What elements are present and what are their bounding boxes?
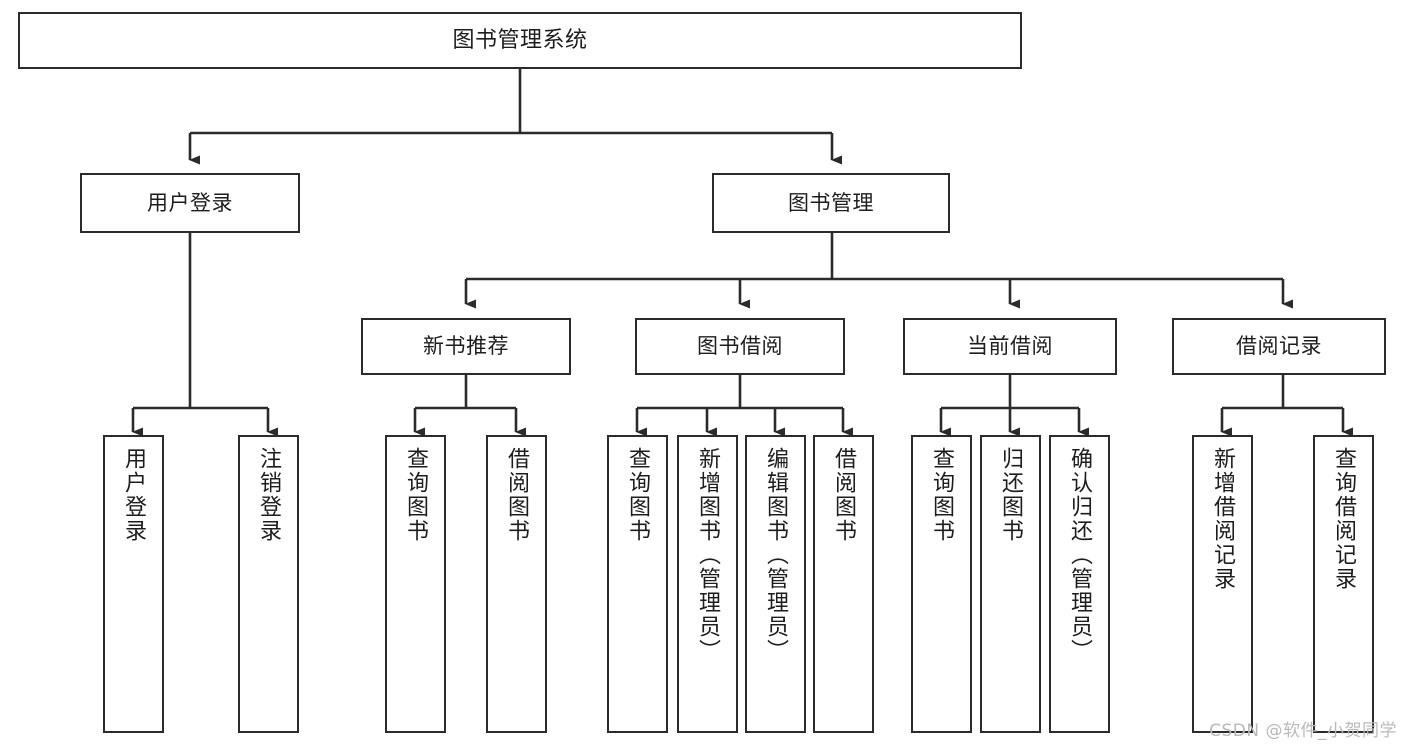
node-label: 注销登录 <box>256 447 282 543</box>
node-leaf-logout[interactable]: 注销登录 <box>238 435 299 733</box>
node-leaf-user-login[interactable]: 用户登录 <box>103 435 164 733</box>
node-label: 图书管理 <box>788 190 874 215</box>
node-leaf-query-book-rec[interactable]: 查询图书 <box>385 435 446 733</box>
node-label: 图书管理系统 <box>452 27 588 53</box>
node-label: 查询图书 <box>403 447 429 543</box>
node-label: 借阅图书 <box>504 447 530 543</box>
node-borrow-record[interactable]: 借阅记录 <box>1172 318 1386 375</box>
csdn-watermark: CSDN @软件_小贺同学 <box>1209 721 1397 741</box>
node-label: 新书推荐 <box>423 334 509 359</box>
node-leaf-query-book-current[interactable]: 查询图书 <box>911 435 972 733</box>
node-leaf-query-borrow-record[interactable]: 查询借阅记录 <box>1313 435 1374 733</box>
node-book-manage[interactable]: 图书管理 <box>712 173 950 233</box>
node-label: 编辑图书（管理员） <box>763 447 789 663</box>
node-label: 归还图书 <box>998 447 1024 543</box>
node-leaf-add-borrow-record[interactable]: 新增借阅记录 <box>1192 435 1253 733</box>
node-book-borrow[interactable]: 图书借阅 <box>635 318 845 375</box>
node-label: 当前借阅 <box>967 334 1053 359</box>
node-leaf-borrow-book-rec[interactable]: 借阅图书 <box>486 435 547 733</box>
node-leaf-add-book[interactable]: 新增图书（管理员） <box>677 435 738 733</box>
node-new-book-recommend[interactable]: 新书推荐 <box>361 318 571 375</box>
node-label: 用户登录 <box>121 447 147 543</box>
node-user-login[interactable]: 用户登录 <box>80 173 300 233</box>
node-label: 查询借阅记录 <box>1331 447 1357 591</box>
node-leaf-edit-book[interactable]: 编辑图书（管理员） <box>745 435 806 733</box>
node-label: 新增借阅记录 <box>1210 447 1236 591</box>
node-leaf-return-book[interactable]: 归还图书 <box>980 435 1041 733</box>
node-label: 确认归还（管理员） <box>1067 447 1093 663</box>
node-leaf-query-book-borrow[interactable]: 查询图书 <box>607 435 668 733</box>
node-label: 图书借阅 <box>697 334 783 359</box>
node-label: 借阅记录 <box>1236 334 1322 359</box>
node-leaf-confirm-return[interactable]: 确认归还（管理员） <box>1049 435 1110 733</box>
node-leaf-borrow-book[interactable]: 借阅图书 <box>813 435 874 733</box>
node-label: 借阅图书 <box>831 447 857 543</box>
node-label: 新增图书（管理员） <box>695 447 721 663</box>
node-label: 用户登录 <box>147 190 233 215</box>
node-label: 查询图书 <box>625 447 651 543</box>
node-label: 查询图书 <box>929 447 955 543</box>
node-root-system[interactable]: 图书管理系统 <box>18 12 1022 69</box>
node-current-borrow[interactable]: 当前借阅 <box>903 318 1117 375</box>
